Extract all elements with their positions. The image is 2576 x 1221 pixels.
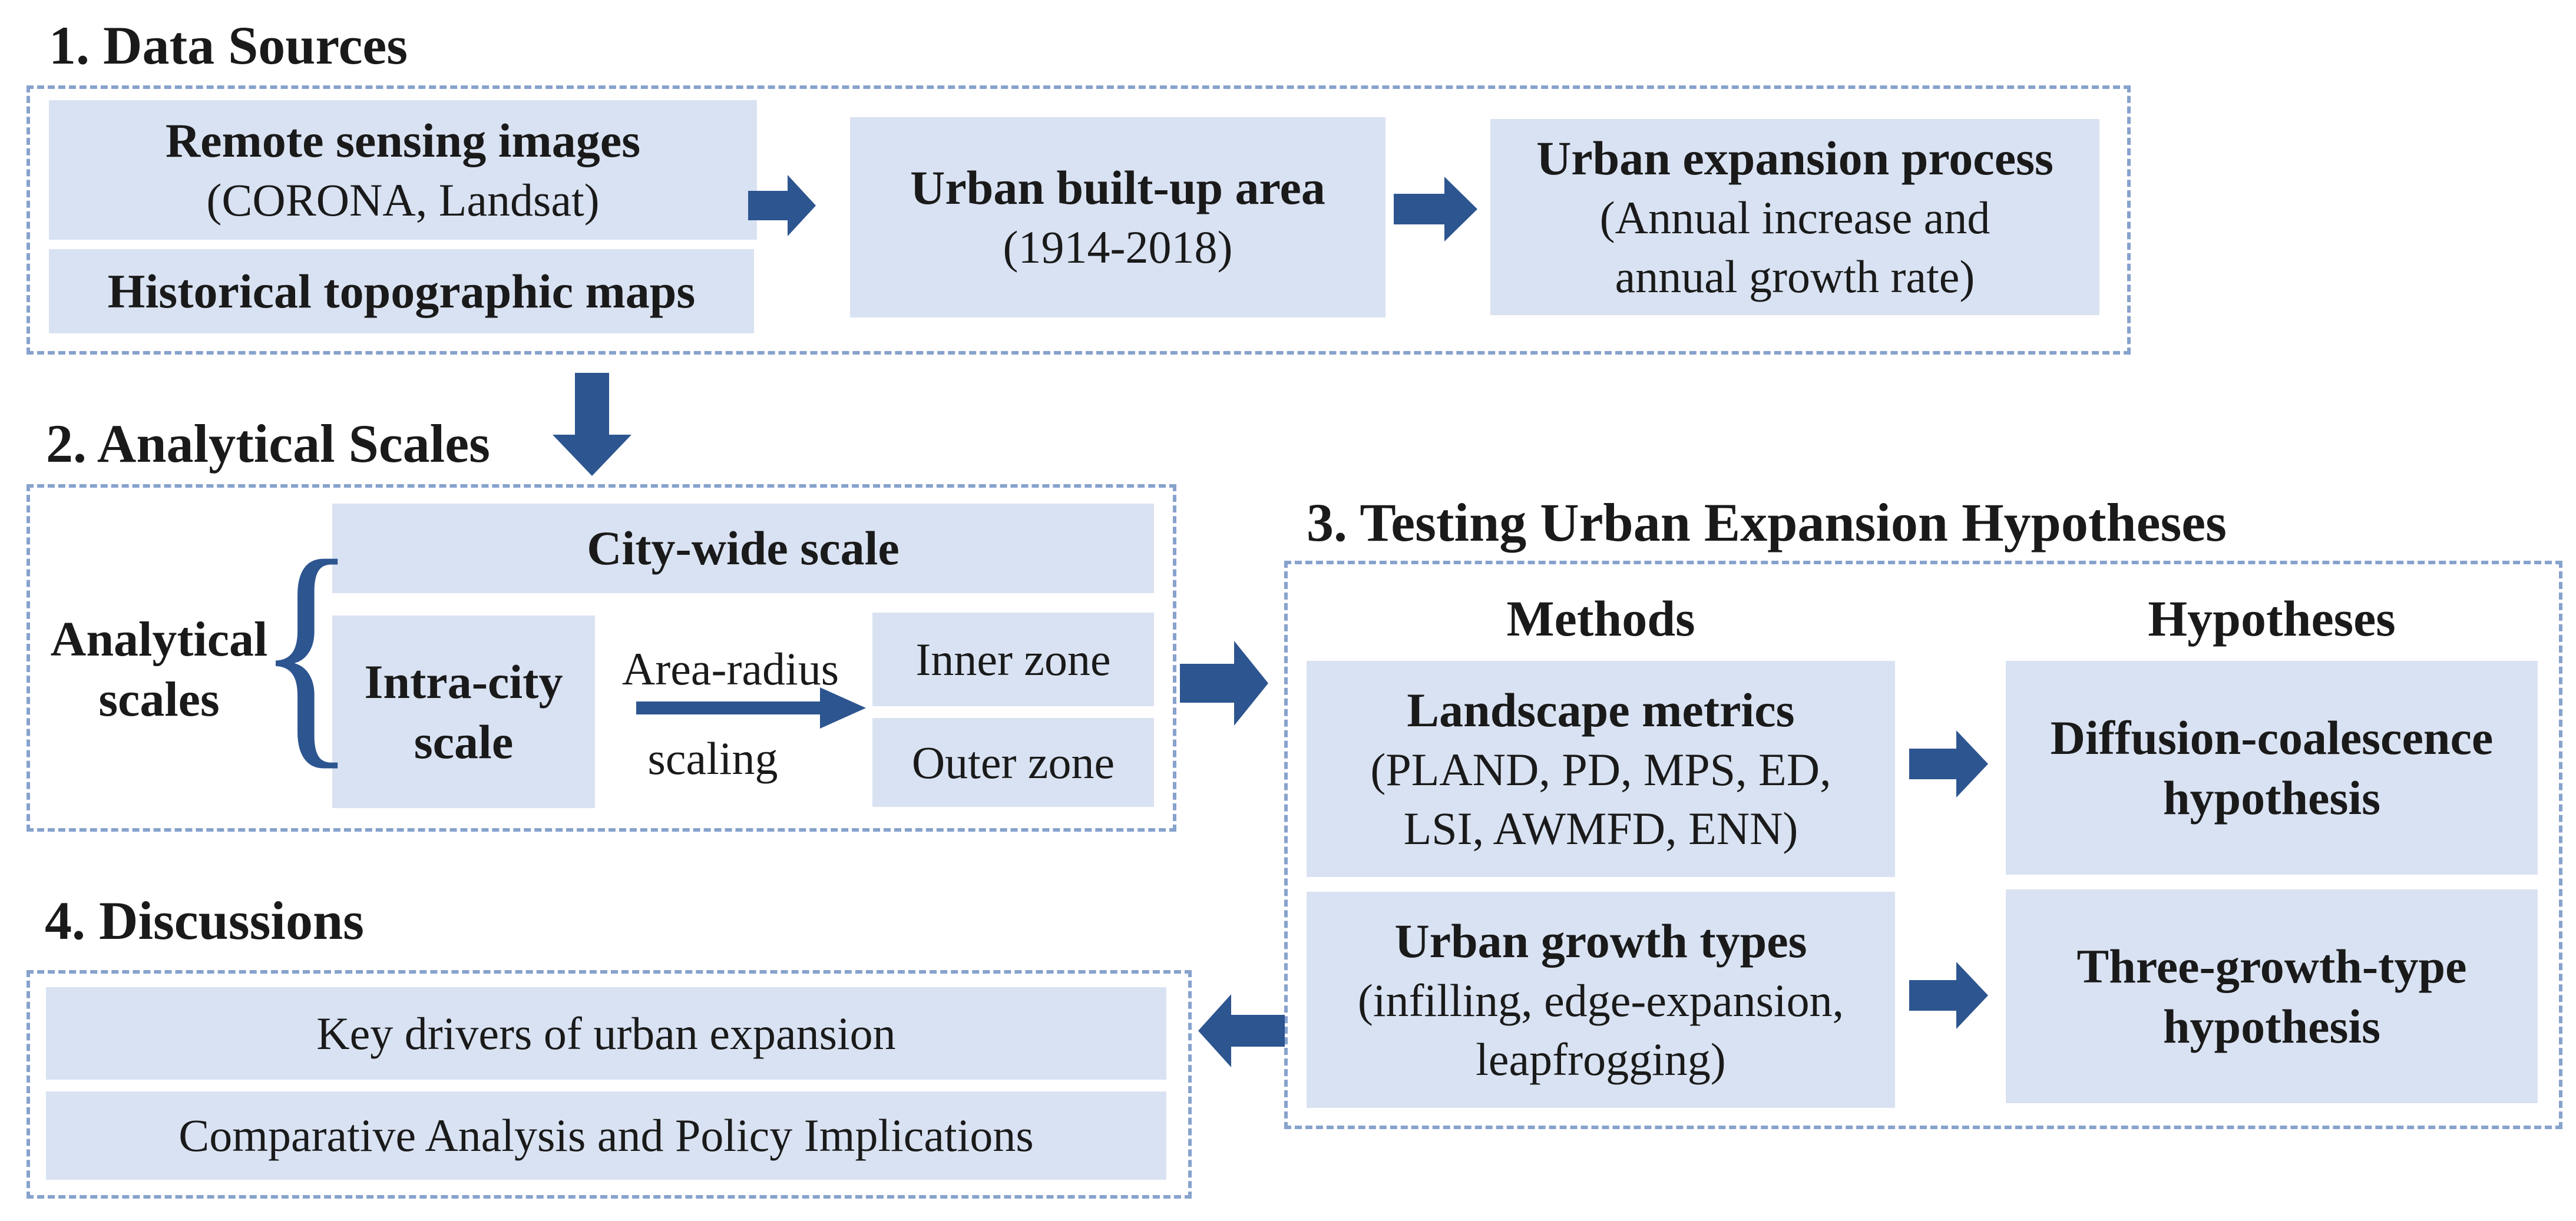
section-2-heading: 2. Analytical Scales [46, 413, 490, 474]
box-diffusion-line2: hypothesis [2162, 770, 2381, 825]
arrow-section1-to-section2-icon [553, 373, 631, 476]
analytical-scales-label-line1: Analytical [50, 612, 268, 667]
scaling-label: scaling [613, 730, 813, 787]
box-landscape-metrics-line2: (PLAND, PD, MPS, ED, [1370, 743, 1831, 795]
box-three-growth-line2: hypothesis [2162, 999, 2381, 1053]
hypotheses-column-header: Hypotheses [2148, 590, 2396, 647]
arrow-remote-to-builtup-icon [748, 175, 816, 236]
box-comparative-analysis: Comparative Analysis and Policy Implicat… [46, 1091, 1166, 1180]
arrow-growth-to-threegrowth-icon [1909, 962, 1988, 1029]
box-city-wide-scale: City-wide scale [332, 504, 1154, 593]
box-intra-city-scale: Intra-city scale [332, 616, 595, 808]
box-landscape-metrics-line3: LSI, AWMFD, ENN) [1403, 802, 1798, 854]
box-outer-zone: Outer zone [872, 718, 1154, 807]
section-2-dashed-frame [27, 484, 1176, 832]
section-4-heading: 4. Discussions [45, 891, 364, 951]
analytical-scales-label: Analytical scales [41, 610, 277, 730]
box-remote-sensing-line2: (CORONA, Landsat) [206, 174, 600, 226]
box-city-wide-line1: City-wide scale [587, 521, 900, 575]
box-remote-sensing-images: Remote sensing images (CORONA, Landsat) [49, 100, 757, 240]
box-intra-city-line1: Intra-city [364, 654, 563, 709]
box-urban-growth-types: Urban growth types (infilling, edge-expa… [1307, 892, 1895, 1108]
box-inner-zone-line1: Inner zone [915, 633, 1111, 685]
box-outer-zone-line1: Outer zone [911, 736, 1115, 788]
scaling-label-line1: scaling [647, 733, 778, 784]
methods-column-header: Methods [1506, 590, 1695, 647]
box-diffusion-line1: Diffusion-coalescence [2050, 710, 2494, 765]
box-three-growth-line1: Three-growth-type [2076, 939, 2467, 993]
section-3-heading: 3. Testing Urban Expansion Hypotheses [1307, 492, 2227, 552]
box-urban-builtup-area: Urban built-up area (1914-2018) [850, 117, 1385, 317]
box-urban-expansion-process: Urban expansion process (Annual increase… [1490, 119, 2099, 315]
arrow-landscape-to-diffusion-icon [1909, 730, 1988, 798]
box-historical-maps-line1: Historical topographic maps [107, 264, 696, 318]
box-diffusion-coalescence: Diffusion-coalescence hypothesis [2006, 661, 2538, 875]
analytical-scales-label-line2: scales [98, 672, 220, 727]
arrow-area-radius-scaling-icon [636, 687, 866, 729]
box-key-drivers: Key drivers of urban expansion [46, 987, 1166, 1080]
box-urban-growth-line1: Urban growth types [1394, 914, 1807, 968]
section-1-dashed-frame [27, 85, 2131, 355]
area-radius-label: Area-radius [613, 641, 848, 697]
box-intra-city-line2: scale [414, 714, 514, 769]
section-3-dashed-frame [1284, 561, 2562, 1129]
box-urban-builtup-line1: Urban built-up area [910, 161, 1325, 214]
box-remote-sensing-line1: Remote sensing images [165, 113, 641, 167]
box-comparative-line1: Comparative Analysis and Policy Implicat… [178, 1110, 1034, 1161]
curly-brace-icon: { [257, 509, 357, 790]
box-urban-expansion-line1: Urban expansion process [1536, 131, 2053, 185]
box-inner-zone: Inner zone [872, 613, 1154, 706]
box-urban-expansion-line2: (Annual increase and [1599, 191, 1990, 243]
box-historical-topographic-maps: Historical topographic maps [49, 249, 754, 333]
area-radius-label-line1: Area-radius [621, 643, 839, 694]
arrow-section2-to-section3-icon [1180, 641, 1268, 726]
section-4-dashed-frame [27, 970, 1192, 1199]
box-landscape-metrics-line1: Landscape metrics [1407, 683, 1795, 737]
box-urban-builtup-line2: (1914-2018) [1003, 221, 1233, 273]
arrow-builtup-to-expansion-icon [1394, 177, 1477, 241]
box-key-drivers-line1: Key drivers of urban expansion [316, 1007, 896, 1059]
box-urban-expansion-line3: annual growth rate) [1615, 250, 1975, 302]
arrow-section3-to-section4-icon [1198, 994, 1285, 1067]
box-three-growth-type: Three-growth-type hypothesis [2006, 889, 2538, 1103]
box-urban-growth-line2: (infilling, edge-expansion, [1357, 974, 1844, 1026]
box-landscape-metrics: Landscape metrics (PLAND, PD, MPS, ED, L… [1307, 661, 1895, 877]
section-1-heading: 1. Data Sources [49, 15, 408, 75]
box-urban-growth-line3: leapfrogging) [1476, 1033, 1726, 1085]
